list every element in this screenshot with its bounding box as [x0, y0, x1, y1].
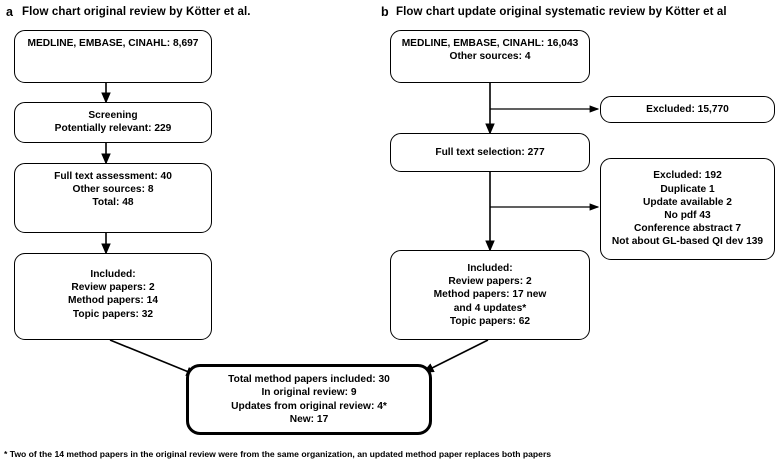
records-identified-b-box: MEDLINE, EMBASE, CINAHL: 16,043 Other so…	[390, 30, 590, 83]
panel-title-b: Flow chart update original systematic re…	[396, 6, 727, 18]
excluded-fulltext-b-box: Excluded: 192 Duplicate 1 Update availab…	[600, 158, 775, 260]
total-method-papers-line-2: In original review: 9	[261, 387, 357, 399]
full-text-assessment-a-line-3: Total: 48	[92, 197, 134, 209]
included-b-line-1: Included:	[467, 262, 513, 274]
screening-a-line-2: Potentially relevant: 229	[54, 123, 172, 135]
arrow-b-to-total	[422, 339, 489, 373]
excluded-fulltext-b-line-1: Excluded: 192	[653, 170, 722, 182]
figure-footnote: * Two of the 14 method papers in the ori…	[4, 449, 552, 459]
included-a-line-2: Review papers: 2	[71, 282, 155, 294]
included-b-line-5: Topic papers: 62	[449, 315, 531, 327]
included-b-line-2: Review papers: 2	[448, 276, 532, 288]
records-identified-a-line-1: MEDLINE, EMBASE, CINAHL: 8,697	[27, 38, 199, 49]
full-text-assessment-a-line-1: Full text assessment: 40	[54, 171, 172, 182]
total-method-papers-line-3: Updates from original review: 4*	[231, 400, 387, 412]
excluded-fulltext-b-line-4: No pdf 43	[664, 210, 711, 221]
total-method-papers-line-4: New: 17	[289, 413, 329, 425]
included-a-line-1: Included:	[90, 269, 136, 280]
excluded-screening-b-line-1: Excluded: 15,770	[646, 103, 729, 115]
included-a-line-3: Method papers: 14	[67, 295, 158, 307]
full-text-assessment-a-line-2: Other sources: 8	[72, 184, 154, 196]
total-method-papers-box: Total method papers included: 30 In orig…	[186, 364, 432, 435]
arrow-a-to-total	[109, 339, 198, 376]
panel-letter-a: a	[6, 5, 13, 19]
full-text-selection-b-line-1: Full text selection: 277	[435, 146, 545, 158]
excluded-fulltext-b-line-6: Not about GL-based QI dev 139	[611, 236, 764, 248]
included-b-box: Included: Review papers: 2 Method papers…	[390, 250, 590, 340]
records-identified-b-line-1: MEDLINE, EMBASE, CINAHL: 16,043	[401, 38, 579, 49]
full-text-assessment-a-box: Full text assessment: 40 Other sources: …	[14, 163, 212, 233]
full-text-selection-b-box: Full text selection: 277	[390, 133, 590, 172]
included-b-line-3: Method papers: 17 new	[433, 289, 547, 301]
panel-title-a: Flow chart original review by Kötter et …	[22, 6, 251, 18]
included-b-line-4: and 4 updates*	[453, 302, 527, 314]
total-method-papers-line-1: Total method papers included: 30	[228, 374, 390, 386]
screening-a-line-1: Screening	[88, 110, 138, 121]
excluded-fulltext-b-line-3: Update available 2	[643, 196, 732, 208]
excluded-screening-b-box: Excluded: 15,770	[600, 96, 775, 123]
screening-a-box: Screening Potentially relevant: 229	[14, 102, 212, 143]
excluded-fulltext-b-line-5: Conference abstract 7	[633, 223, 741, 235]
excluded-fulltext-b-line-2: Duplicate 1	[660, 183, 715, 195]
records-identified-a-box: MEDLINE, EMBASE, CINAHL: 8,697	[14, 30, 212, 83]
records-identified-b-line-2: Other sources: 4	[449, 51, 531, 63]
included-a-box: Included: Review papers: 2 Method papers…	[14, 253, 212, 340]
panel-letter-b: b	[381, 5, 389, 19]
included-a-line-4: Topic papers: 32	[72, 308, 154, 320]
